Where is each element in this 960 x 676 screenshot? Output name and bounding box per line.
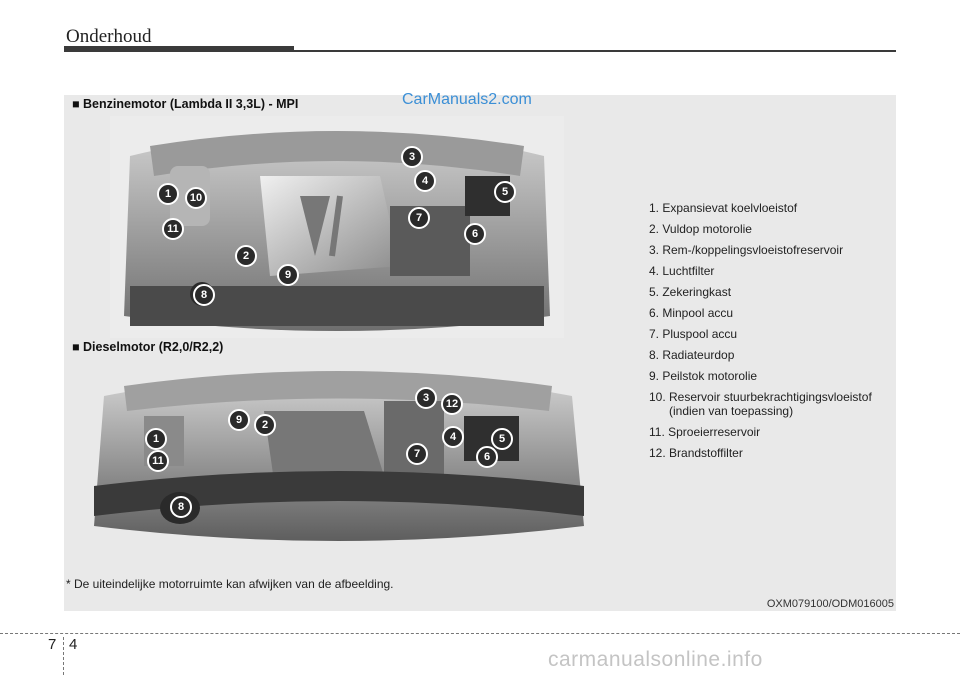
diesel-callout-12: 12 bbox=[441, 393, 463, 415]
legend-item: 5. Zekeringkast bbox=[649, 285, 732, 299]
petrol-callout-6: 6 bbox=[464, 223, 486, 245]
diesel-callout-1: 1 bbox=[145, 428, 167, 450]
legend-item: 12. Brandstoffilter bbox=[649, 446, 743, 460]
diesel-engine-photo bbox=[64, 356, 612, 578]
legend-item: 8. Radiateurdop bbox=[649, 348, 735, 362]
diesel-engine-heading: ■ Dieselmotor (R2,0/R2,2) bbox=[72, 340, 224, 354]
legend-item: 11. Sproeierreservoir bbox=[649, 425, 761, 439]
diesel-callout-6: 6 bbox=[476, 446, 498, 468]
page-number-divider bbox=[63, 637, 64, 675]
petrol-callout-4: 4 bbox=[414, 170, 436, 192]
diesel-callout-9: 9 bbox=[228, 409, 250, 431]
legend-item: 4. Luchtfilter bbox=[649, 264, 715, 278]
petrol-callout-5: 5 bbox=[494, 181, 516, 203]
diesel-callout-3: 3 bbox=[415, 387, 437, 409]
petrol-callout-3: 3 bbox=[401, 146, 423, 168]
legend-item-subtext: (indien van toepassing) bbox=[669, 404, 794, 418]
petrol-engine-heading: ■ Benzinemotor (Lambda II 3,3L) - MPI bbox=[72, 97, 299, 111]
diesel-callout-8: 8 bbox=[170, 496, 192, 518]
reference-code: OXM079100/ODM016005 bbox=[766, 598, 894, 610]
legend-item: 1. Expansievat koelvloeistof bbox=[649, 201, 798, 215]
petrol-callout-10: 10 bbox=[185, 187, 207, 209]
legend-item: 9. Peilstok motorolie bbox=[649, 369, 758, 383]
petrol-callout-2: 2 bbox=[235, 245, 257, 267]
diesel-callout-2: 2 bbox=[254, 414, 276, 436]
legend-item: 3. Rem-/koppelingsvloeistofreservoir bbox=[649, 243, 844, 257]
footer-rule bbox=[0, 633, 960, 634]
page-number: 4 bbox=[69, 636, 78, 653]
legend-item: 6. Minpool accu bbox=[649, 306, 734, 320]
petrol-engine-photo bbox=[110, 116, 564, 338]
diesel-callout-11: 11 bbox=[147, 450, 169, 472]
petrol-callout-8: 8 bbox=[193, 284, 215, 306]
chapter-number: 7 bbox=[48, 636, 57, 653]
legend-item: 7. Pluspool accu bbox=[649, 327, 738, 341]
petrol-callout-9: 9 bbox=[277, 264, 299, 286]
legend-item-text: 10. Reservoir stuurbekrachtigingsvloeist… bbox=[649, 390, 872, 404]
diesel-callout-7: 7 bbox=[406, 443, 428, 465]
diesel-callout-5: 5 bbox=[491, 428, 513, 450]
watermark-link[interactable]: CarManuals2.com bbox=[402, 91, 532, 108]
legend-item: 2. Vuldop motorolie bbox=[649, 222, 752, 236]
component-legend: 1. Expansievat koelvloeistof 2. Vuldop m… bbox=[649, 201, 899, 467]
header-accent-bar bbox=[64, 46, 294, 52]
footnote: * De uiteindelijke motorruimte kan afwij… bbox=[66, 577, 394, 591]
section-title: Onderhoud bbox=[66, 26, 152, 47]
diesel-callout-4: 4 bbox=[442, 426, 464, 448]
petrol-callout-11: 11 bbox=[162, 218, 184, 240]
footer-watermark: carmanualsonline.info bbox=[548, 648, 763, 671]
petrol-callout-1: 1 bbox=[157, 183, 179, 205]
legend-item-multiline: 10. Reservoir stuurbekrachtigingsvloeist… bbox=[649, 390, 899, 418]
petrol-callout-7: 7 bbox=[408, 207, 430, 229]
header-rule bbox=[294, 50, 896, 52]
